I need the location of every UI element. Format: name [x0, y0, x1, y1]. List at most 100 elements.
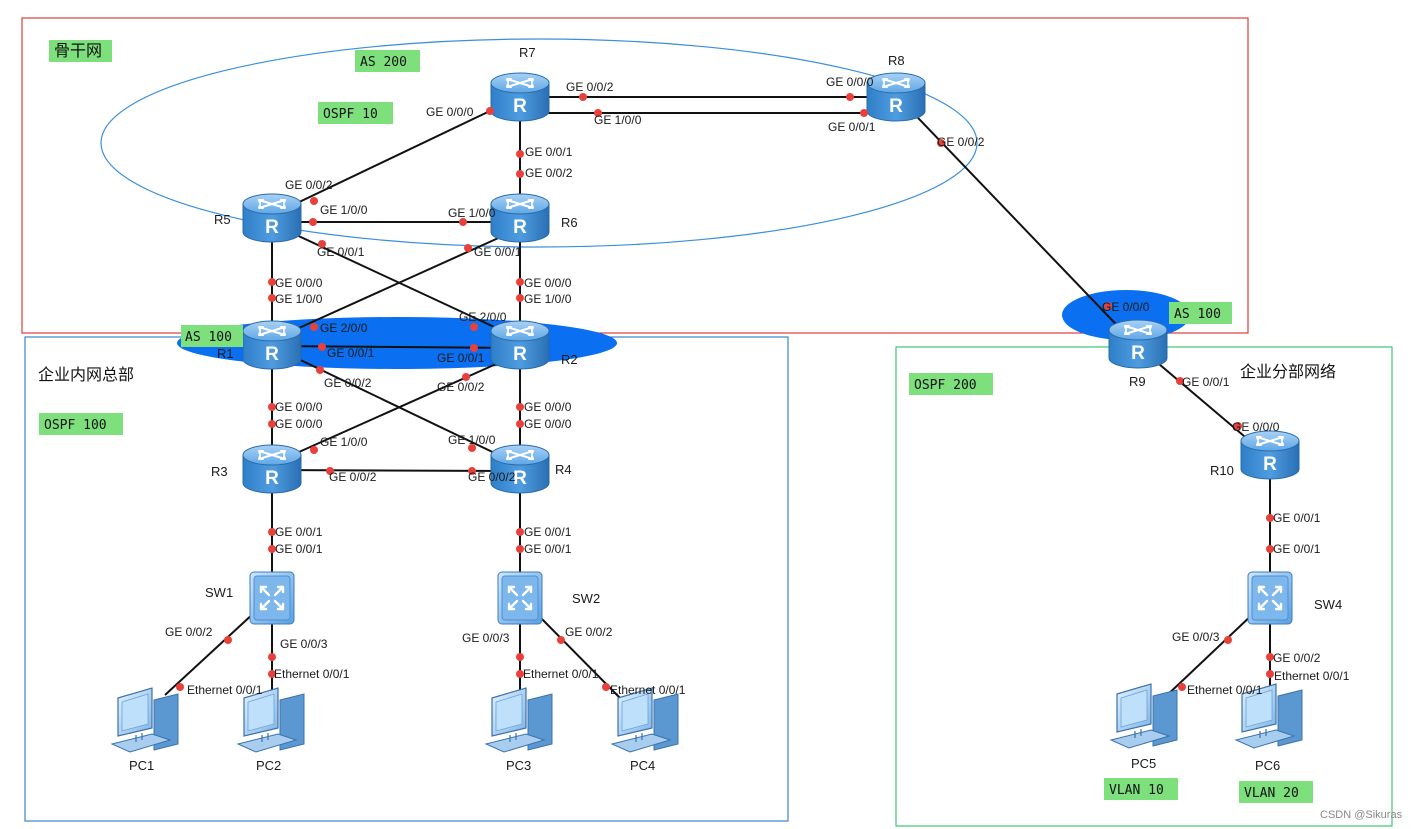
- port-label: GE 2/0/0: [320, 321, 368, 335]
- port-label: GE 0/0/1: [1273, 542, 1321, 556]
- router-r7-icon[interactable]: [490, 72, 550, 122]
- label-sw2: SW2: [572, 591, 600, 606]
- label-pc4: PC4: [630, 758, 655, 773]
- router-r2-icon[interactable]: [490, 320, 550, 370]
- label-sw4: SW4: [1314, 597, 1342, 612]
- port-label: Ethernet 0/0/1: [1187, 683, 1263, 697]
- router-r6-icon[interactable]: [490, 193, 550, 243]
- port-label: GE 0/0/2: [525, 166, 573, 180]
- router-r4-icon[interactable]: [490, 444, 550, 494]
- port-label: GE 0/0/2: [285, 178, 333, 192]
- port-label: GE 1/0/0: [524, 292, 572, 306]
- label-r5: R5: [214, 212, 231, 227]
- link-r1-r4: [289, 354, 506, 459]
- label-pc3: PC3: [506, 758, 531, 773]
- router-r9-icon[interactable]: [1108, 319, 1168, 369]
- pc-pc5-icon[interactable]: [1110, 683, 1178, 749]
- zone-title-backbone: 骨干网: [54, 43, 102, 60]
- tags: AS 200 OSPF 10 AS 100 OSPF 100 AS 100 OS…: [39, 50, 1313, 803]
- switch-sw4-icon[interactable]: [1246, 570, 1294, 626]
- port-label: GE 0/0/1: [437, 351, 485, 365]
- link-r8-r9: [897, 96, 1134, 343]
- port-label: GE 0/0/2: [437, 380, 485, 394]
- label-r9: R9: [1129, 374, 1146, 389]
- label-r7: R7: [519, 45, 536, 60]
- router-r3-icon[interactable]: [242, 444, 302, 494]
- port-label: GE 0/0/1: [1273, 511, 1321, 525]
- port-label: GE 0/0/0: [275, 276, 323, 290]
- port-label: GE 0/0/1: [275, 525, 323, 539]
- label-r2: R2: [561, 352, 578, 367]
- pc-pc1-icon[interactable]: [111, 687, 179, 753]
- zone-titles: 骨干网 企业内网总部 企业分部网络: [38, 40, 1336, 384]
- port-label: GE 0/0/3: [462, 631, 510, 645]
- port-label: Ethernet 0/0/1: [1274, 669, 1350, 683]
- port-label: GE 0/0/1: [1182, 375, 1230, 389]
- port-label: GE 0/0/2: [468, 470, 516, 484]
- port-label: Ethernet 0/0/1: [187, 683, 263, 697]
- port-label: GE 0/0/3: [1172, 630, 1220, 644]
- pc-pc4-icon[interactable]: [611, 687, 679, 753]
- router-r10-icon[interactable]: [1240, 430, 1300, 480]
- port-label: GE 0/0/1: [524, 525, 572, 539]
- port-label: GE 1/0/0: [594, 113, 642, 127]
- port-labels: GE 0/0/0 GE 0/0/2 GE 1/0/0 GE 0/0/1 GE 0…: [165, 75, 1350, 697]
- tag-as200: AS 200: [360, 55, 407, 70]
- port-label: Ethernet 0/0/1: [610, 683, 686, 697]
- port-label: GE 0/0/2: [324, 376, 372, 390]
- pc-pc3-icon[interactable]: [485, 687, 553, 753]
- link-sw4-pc5: [1161, 611, 1256, 701]
- port-label: GE 0/0/2: [1273, 651, 1321, 665]
- label-pc5: PC5: [1131, 756, 1156, 771]
- label-r10: R10: [1210, 463, 1234, 478]
- port-label: GE 0/0/0: [826, 75, 874, 89]
- label-r3: R3: [211, 464, 228, 479]
- label-pc2: PC2: [256, 758, 281, 773]
- port-label: GE 1/0/0: [448, 206, 496, 220]
- port-label: GE 0/0/0: [1232, 420, 1280, 434]
- port-label: GE 0/0/0: [524, 400, 572, 414]
- router-r5-icon[interactable]: [242, 193, 302, 243]
- router-r8-icon[interactable]: [866, 72, 926, 122]
- port-label: GE 0/0/0: [275, 400, 323, 414]
- port-label: GE 0/0/2: [329, 470, 377, 484]
- as200-ellipse: [100, 38, 978, 248]
- zone-title-hq: 企业内网总部: [38, 366, 134, 384]
- tag-as100-branch: AS 100: [1174, 307, 1221, 322]
- port-label: GE 0/0/0: [426, 105, 474, 119]
- device-labels: R7 R8 R5 R6 R1 R2 R3 R4 R9 R10 SW1 SW2 S…: [129, 45, 1342, 773]
- port-label: GE 0/0/2: [165, 625, 213, 639]
- port-label: Ethernet 0/0/1: [523, 667, 599, 681]
- label-pc1: PC1: [129, 758, 154, 773]
- port-label: Ethernet 0/0/1: [274, 667, 350, 681]
- port-label: GE 0/0/1: [327, 346, 375, 360]
- port-label: GE 0/0/1: [524, 542, 572, 556]
- port-label: GE 0/0/0: [1102, 300, 1150, 314]
- label-pc6: PC6: [1255, 758, 1280, 773]
- port-label: GE 0/0/2: [565, 625, 613, 639]
- port-label: GE 0/0/1: [828, 120, 876, 134]
- port-label: GE 0/0/2: [566, 80, 614, 94]
- port-label: GE 1/0/0: [448, 433, 496, 447]
- port-label: GE 0/0/2: [937, 135, 985, 149]
- tag-ospf100: OSPF 100: [44, 418, 107, 433]
- port-label: GE 1/0/0: [320, 203, 368, 217]
- switch-sw1-icon[interactable]: [248, 570, 296, 626]
- port-label: GE 0/0/1: [275, 542, 323, 556]
- pc-pc2-icon[interactable]: [237, 687, 305, 753]
- port-label: GE 0/0/1: [317, 245, 365, 259]
- port-label: GE 2/0/0: [459, 310, 507, 324]
- link-r7-r5: [271, 109, 493, 216]
- switch-sw2-icon[interactable]: [496, 570, 544, 626]
- link-r5-r2: [289, 231, 506, 333]
- port-label: GE 0/0/0: [524, 276, 572, 290]
- router-r1-icon[interactable]: [242, 320, 302, 370]
- port-label: GE 1/0/0: [275, 292, 323, 306]
- branch-zone: [895, 346, 1393, 827]
- port-dots: [176, 93, 1274, 691]
- label-sw1: SW1: [205, 585, 233, 600]
- label-r6: R6: [561, 215, 578, 230]
- port-label: GE 1/0/0: [320, 435, 368, 449]
- tag-vlan10: VLAN 10: [1109, 783, 1164, 798]
